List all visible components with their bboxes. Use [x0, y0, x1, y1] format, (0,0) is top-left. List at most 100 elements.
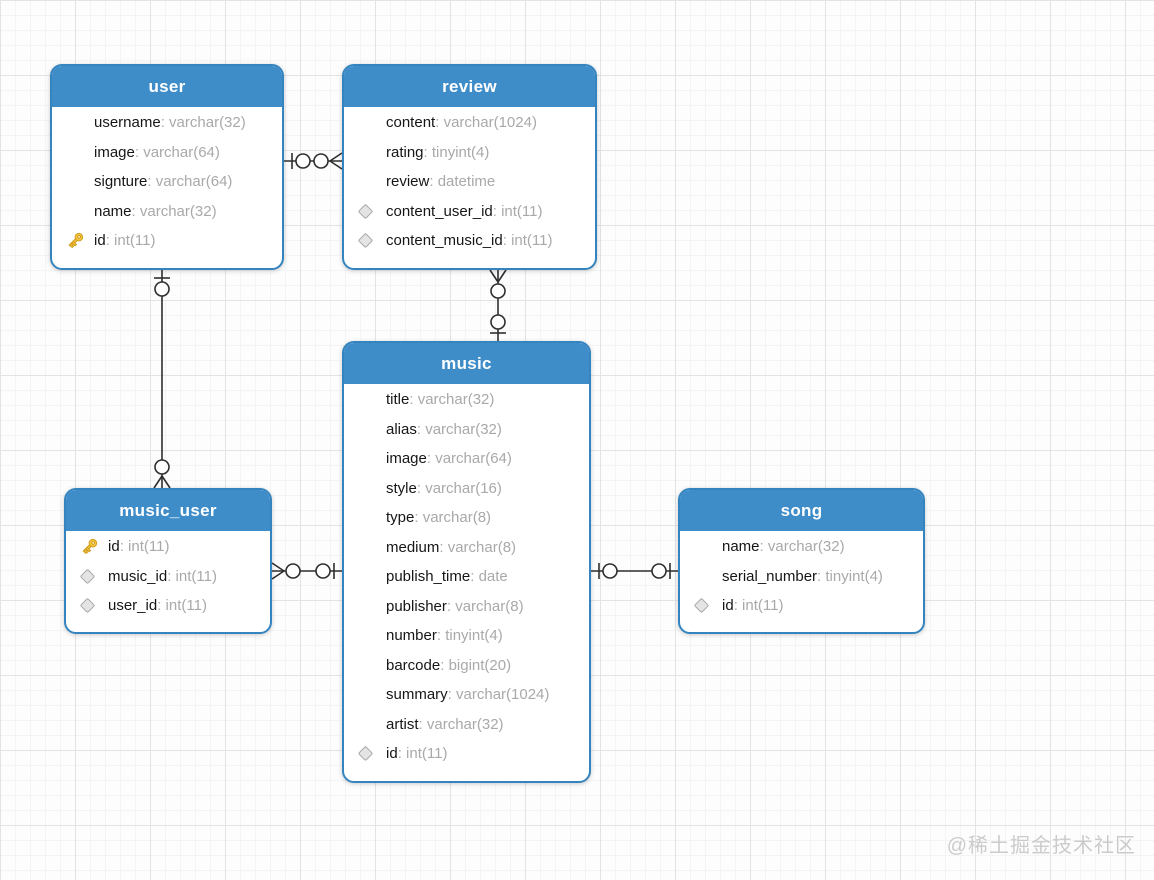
- field-row-id: idint(11): [66, 532, 270, 562]
- watermark: @稀土掘金技术社区: [946, 835, 1136, 857]
- diamond-glyph: [79, 568, 96, 585]
- entity-fields: contentvarchar(1024)ratingtinyint(4)revi…: [344, 107, 595, 256]
- field-row-name: namevarchar(32): [52, 197, 282, 227]
- field-type: varchar(64): [427, 450, 512, 467]
- field-name: image: [386, 450, 427, 468]
- foreign-key-icon: [357, 203, 386, 220]
- field-name: signture: [94, 173, 148, 191]
- foreign-key-icon: [357, 745, 386, 762]
- field-type: int(11): [167, 568, 217, 585]
- field-row-publisher: publishervarchar(8): [344, 592, 589, 622]
- field-name: publisher: [386, 597, 447, 615]
- field-row-image: imagevarchar(64): [52, 138, 282, 168]
- field-name: review: [386, 173, 430, 191]
- field-name: barcode: [386, 656, 441, 674]
- field-name: username: [94, 114, 161, 132]
- field-row-alias: aliasvarchar(32): [344, 415, 589, 445]
- field-name: music_id: [108, 567, 168, 585]
- entity-music_user: music_useridint(11)music_idint(11)user_i…: [64, 488, 272, 634]
- field-row-barcode: barcodebigint(20): [344, 651, 589, 681]
- entity-title-song: song: [680, 490, 923, 531]
- field-row-content_user_id: content_user_idint(11): [344, 197, 595, 227]
- field-row-content_music_id: content_music_idint(11): [344, 226, 595, 256]
- field-row-publish_time: publish_timedate: [344, 562, 589, 592]
- field-row-id: idint(11): [52, 226, 282, 256]
- field-row-username: usernamevarchar(32): [52, 108, 282, 138]
- field-name: id: [722, 597, 734, 615]
- entity-music: musictitlevarchar(32)aliasvarchar(32)ima…: [342, 341, 591, 783]
- field-name: title: [386, 391, 410, 409]
- field-type: int(11): [157, 597, 207, 614]
- field-row-signture: signturevarchar(64): [52, 167, 282, 197]
- foreign-key-icon: [79, 597, 108, 614]
- field-type: varchar(32): [132, 203, 217, 220]
- field-name: content_user_id: [386, 202, 493, 220]
- field-name: type: [386, 509, 415, 527]
- entity-title-music_user: music_user: [66, 490, 270, 531]
- entity-fields: namevarchar(32)serial_numbertinyint(4)id…: [680, 531, 923, 621]
- field-type: int(11): [503, 232, 552, 249]
- field-type: tinyint(4): [437, 627, 503, 644]
- field-name: name: [722, 538, 760, 556]
- field-type: bigint(20): [440, 657, 512, 674]
- entity-fields: usernamevarchar(32)imagevarchar(64)signt…: [52, 107, 282, 256]
- field-name: name: [94, 202, 132, 220]
- field-type: varchar(8): [439, 539, 516, 556]
- field-name: artist: [386, 715, 419, 733]
- field-name: rating: [386, 143, 424, 161]
- entity-user: userusernamevarchar(32)imagevarchar(64)s…: [50, 64, 284, 270]
- field-type: varchar(1024): [448, 686, 549, 703]
- entity-title-review: review: [344, 66, 595, 107]
- field-name: summary: [386, 686, 448, 704]
- field-name: content_music_id: [386, 232, 503, 250]
- connector-review-music: [489, 269, 507, 341]
- entity-title-user: user: [52, 66, 282, 107]
- entity-review: reviewcontentvarchar(1024)ratingtinyint(…: [342, 64, 597, 270]
- field-type: date: [470, 568, 508, 585]
- field-row-name: namevarchar(32): [680, 532, 923, 562]
- foreign-key-icon: [357, 232, 386, 249]
- field-row-music_id: music_idint(11): [66, 562, 270, 592]
- field-type: varchar(32): [419, 716, 504, 733]
- foreign-key-icon: [79, 568, 108, 585]
- field-name: style: [386, 479, 417, 497]
- field-name: content: [386, 114, 436, 132]
- entity-title-music: music: [344, 343, 589, 384]
- field-row-review: reviewdatetime: [344, 167, 595, 197]
- field-name: medium: [386, 538, 440, 556]
- foreign-key-icon: [693, 597, 722, 614]
- field-row-id: idint(11): [344, 739, 589, 769]
- field-type: int(11): [734, 597, 783, 614]
- connector-user-music_user: [153, 270, 171, 489]
- field-type: varchar(64): [147, 173, 233, 190]
- field-row-image: imagevarchar(64): [344, 444, 589, 474]
- field-type: varchar(64): [135, 144, 220, 161]
- field-name: number: [386, 627, 437, 645]
- field-row-content: contentvarchar(1024): [344, 108, 595, 138]
- field-row-type: typevarchar(8): [344, 503, 589, 533]
- connector-music_user-music: [271, 562, 342, 580]
- key-glyph: [68, 233, 84, 249]
- field-name: alias: [386, 420, 417, 438]
- field-name: serial_number: [722, 567, 818, 585]
- field-type: varchar(16): [417, 480, 502, 497]
- primary-key-icon: [80, 537, 108, 556]
- field-type: varchar(1024): [435, 114, 537, 131]
- entity-fields: idint(11)music_idint(11)user_idint(11): [66, 531, 270, 621]
- field-row-style: stylevarchar(16): [344, 474, 589, 504]
- connector-user-review: [284, 152, 343, 170]
- field-row-rating: ratingtinyint(4): [344, 138, 595, 168]
- primary-key-icon: [66, 231, 94, 250]
- diamond-glyph: [693, 597, 710, 614]
- field-type: int(11): [106, 232, 155, 249]
- field-row-serial_number: serial_numbertinyint(4): [680, 562, 923, 592]
- field-type: varchar(8): [414, 509, 491, 526]
- field-name: id: [94, 232, 106, 250]
- field-name: id: [386, 745, 398, 763]
- connector-music-song: [591, 563, 678, 579]
- field-type: varchar(32): [417, 421, 502, 438]
- diamond-glyph: [357, 745, 374, 762]
- field-type: int(11): [120, 538, 169, 555]
